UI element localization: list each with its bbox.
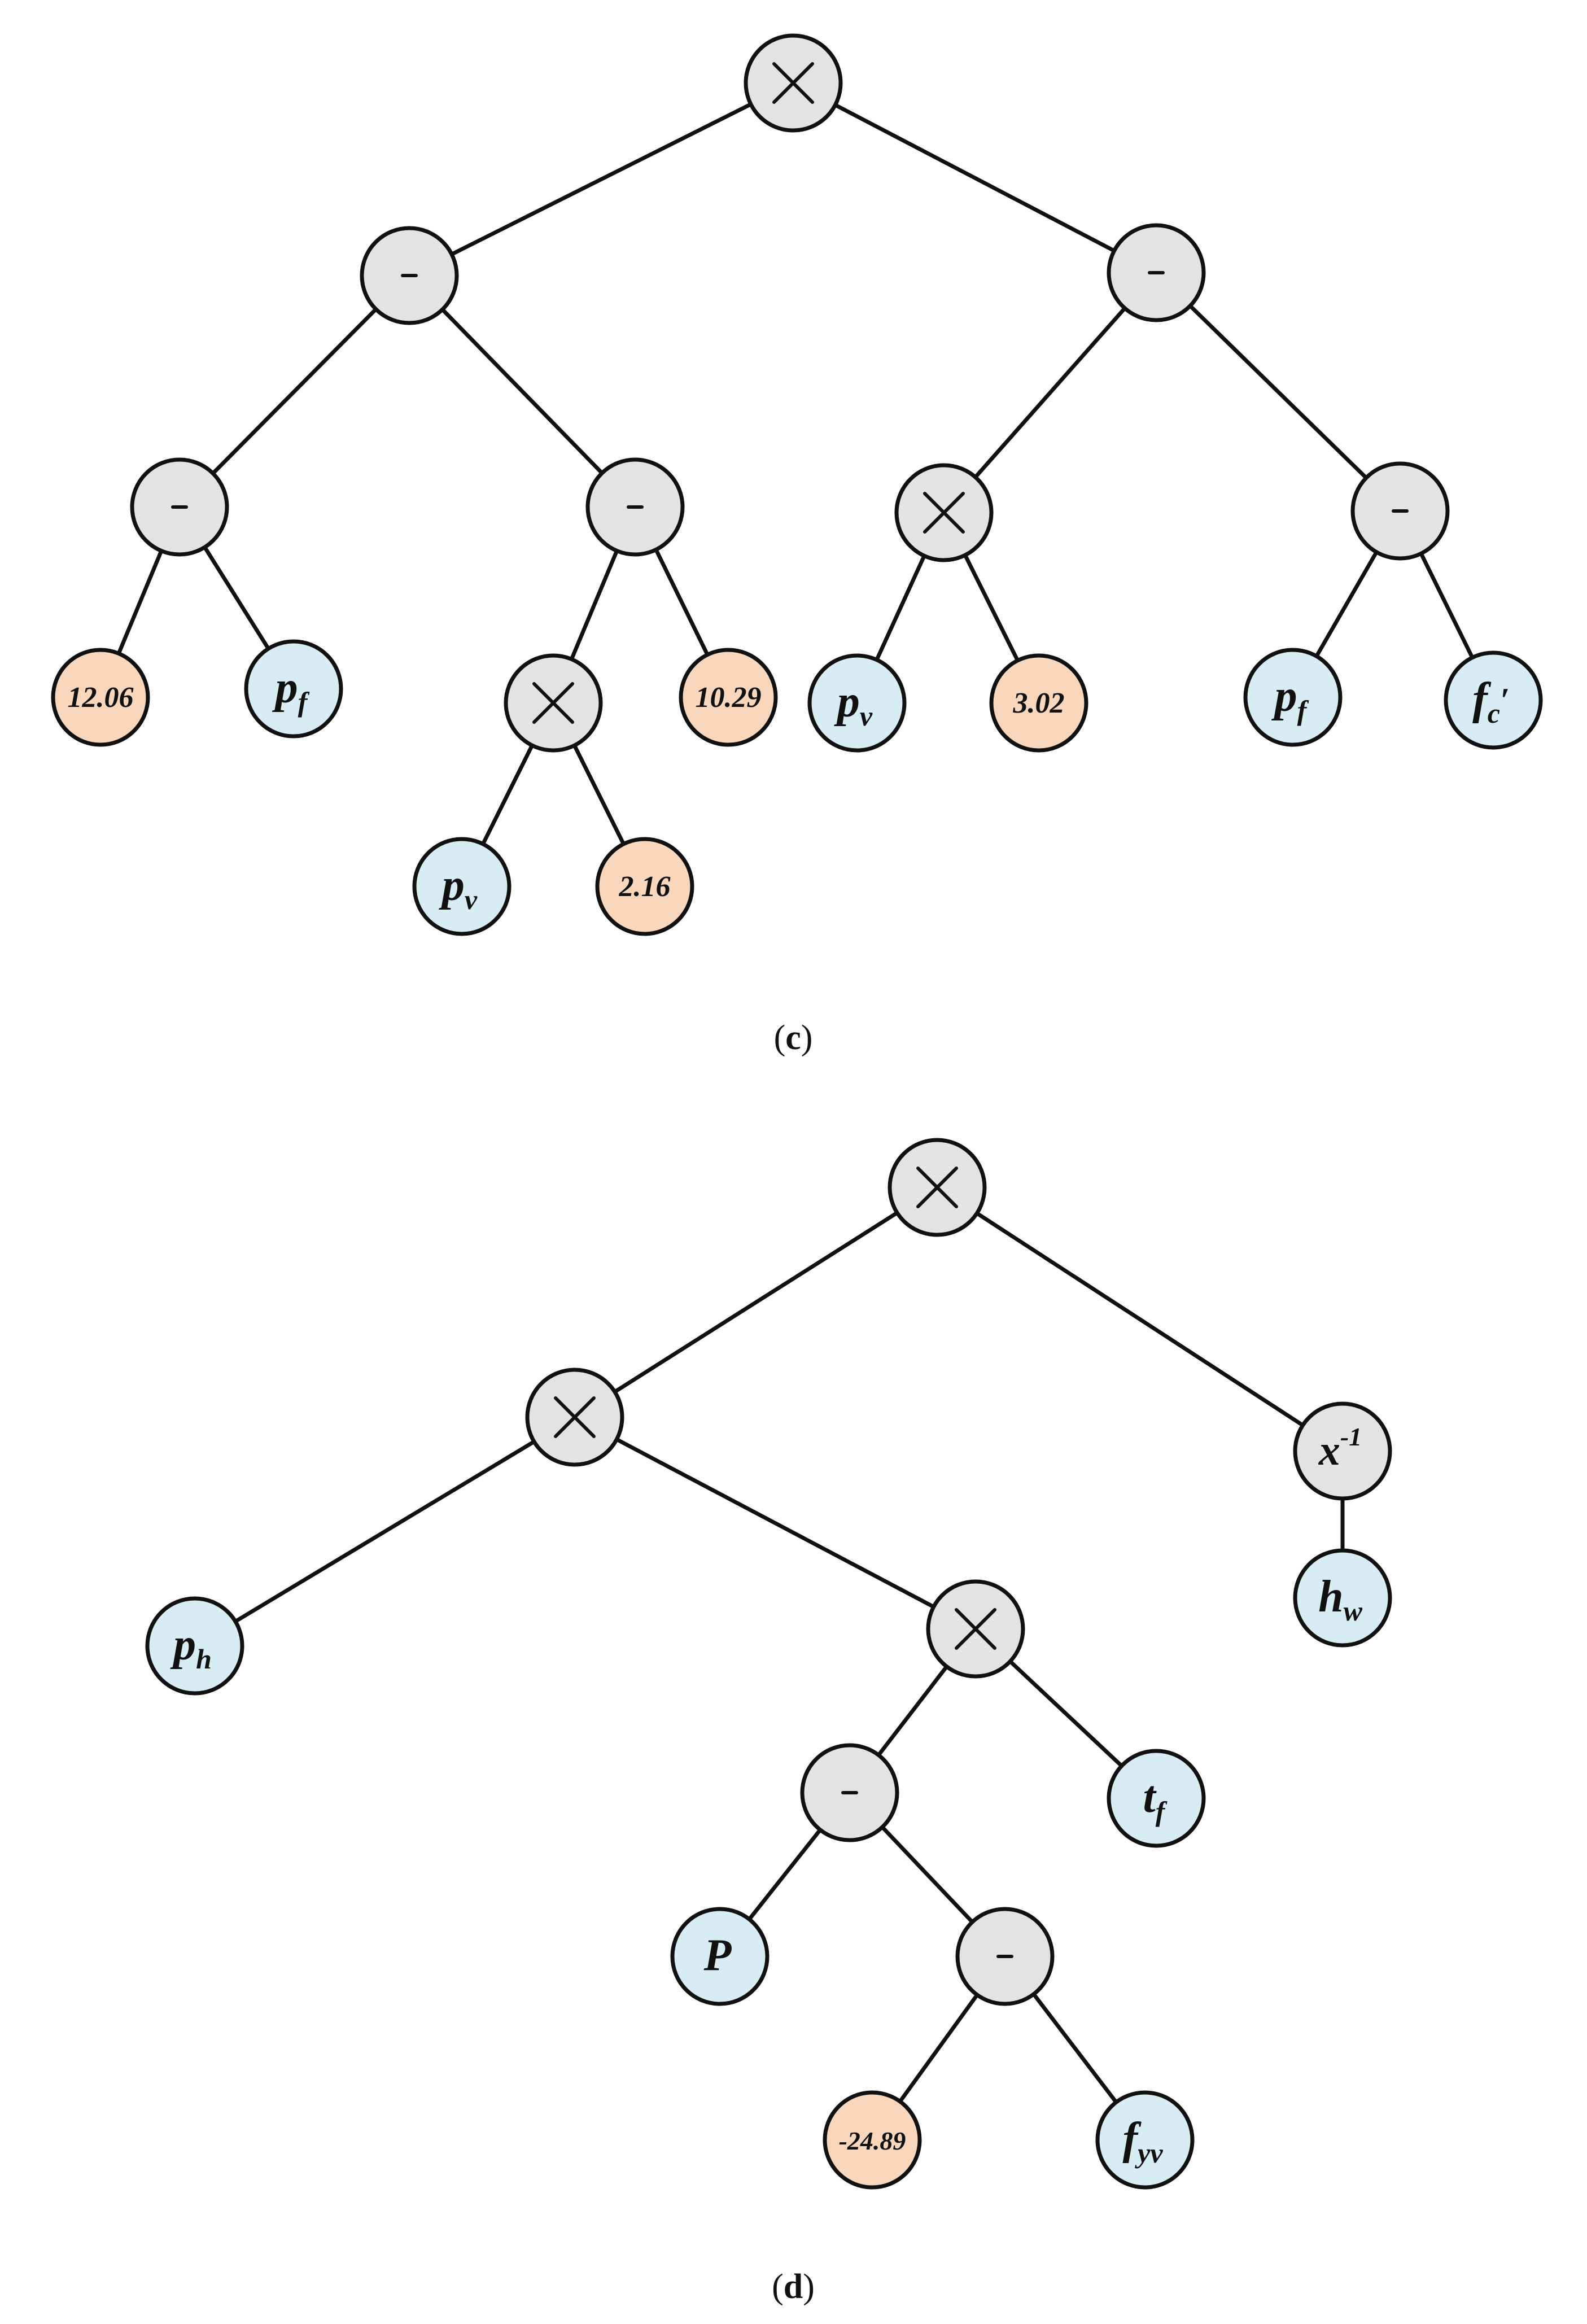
- tree-node-op: [894, 463, 994, 562]
- tree-node-const: 3.02: [989, 653, 1088, 753]
- multiply-icon: [955, 1608, 996, 1650]
- constant-label: -24.89: [839, 2126, 906, 2155]
- tree-node-var: pf: [244, 639, 343, 739]
- inverse-icon: x-1: [1318, 1422, 1362, 1474]
- tree-node-var: pv: [412, 837, 511, 936]
- tree-node-op: [955, 1907, 1055, 2006]
- tree-d-nodes: x-1 ph hw tfP -24.89 fyv: [145, 1138, 1392, 2190]
- node-circle: [1243, 648, 1343, 747]
- variable-label: pv: [834, 677, 873, 732]
- node-circle: [145, 1596, 244, 1696]
- tree-node-const: 2.16: [595, 837, 694, 936]
- tree-node-const: 10.29: [679, 648, 778, 747]
- node-circle: [679, 648, 778, 747]
- node-circle: [989, 653, 1088, 753]
- tree-node-op: [585, 457, 685, 557]
- tree-edge: [935, 1185, 1345, 1453]
- tree-edge: [942, 270, 1158, 515]
- tree-node-var: pf: [1243, 648, 1343, 747]
- node-circle: [51, 648, 150, 747]
- constant-label: 2.16: [619, 871, 671, 903]
- node-circle: [1444, 650, 1543, 750]
- tree-node-op: [130, 457, 229, 557]
- tree-edge: [572, 1185, 939, 1419]
- tree-edge: [407, 81, 795, 278]
- node-circle: [595, 837, 694, 936]
- tree-node-op: [800, 1743, 899, 1842]
- variable-label: pv: [439, 860, 478, 915]
- tree-node-var: ph: [145, 1596, 244, 1696]
- tree-node-const: 12.06: [51, 648, 150, 747]
- tree-node-op: [744, 33, 843, 133]
- tree-node-var: tf: [1107, 1749, 1206, 1848]
- tree-node-op: [888, 1138, 987, 1237]
- tree-node-var: fc′: [1444, 650, 1543, 750]
- constant-label: 10.29: [696, 682, 762, 714]
- tree-node-var: P: [670, 1907, 770, 2006]
- tree-node-var: fyv: [1095, 2090, 1195, 2190]
- tree-node-const: -24.89: [823, 2090, 922, 2190]
- multiply-icon: [916, 1167, 958, 1208]
- multiply-icon: [772, 62, 814, 104]
- node-circle: [807, 653, 907, 753]
- node-circle: [1107, 1749, 1206, 1848]
- node-circle: [412, 837, 511, 936]
- variable-label: fc′: [1472, 674, 1510, 729]
- variable-label: pf: [272, 663, 310, 718]
- tree-edge: [1154, 270, 1402, 513]
- tree-node-op: [525, 1368, 624, 1467]
- tree-node-var: pv: [807, 653, 907, 753]
- node-circle: [1293, 1548, 1392, 1648]
- tree-node-op: [926, 1579, 1025, 1679]
- node-circle: [670, 1907, 770, 2006]
- node-circle: [244, 639, 343, 739]
- tree-node-op: [504, 653, 603, 753]
- tree-c-edges: [98, 81, 1496, 889]
- tree-d-edges: [193, 1185, 1345, 2142]
- caption-c: (c): [774, 1019, 813, 1057]
- multiply-icon: [923, 492, 965, 534]
- node-circle: [1095, 2090, 1195, 2190]
- node-circle: [1293, 1401, 1392, 1501]
- variable-label: P: [703, 1930, 732, 1980]
- tree-edge: [791, 81, 1158, 275]
- variable-label: hw: [1318, 1572, 1363, 1627]
- tree-edge: [193, 1415, 577, 1648]
- variable-label: tf: [1143, 1772, 1168, 1827]
- caption-d: (d): [772, 2268, 815, 2306]
- tree-edge: [407, 273, 637, 509]
- tree-node-var: hw: [1293, 1548, 1392, 1648]
- tree-edge: [177, 273, 412, 509]
- tree-node-op: [1107, 223, 1206, 322]
- constant-label: 12.06: [68, 682, 134, 714]
- constant-label: 3.02: [1013, 687, 1065, 719]
- tree-node-op: x-1: [1293, 1401, 1392, 1501]
- tree-c-nodes: 12.06 pf 10.29 pv 2.16 pv 3.02 pf fc′: [51, 33, 1543, 936]
- tree-edge: [572, 1415, 978, 1631]
- tree-node-op: [1350, 461, 1450, 561]
- expression-tree-d: x-1 ph hw tfP -24.89 fyv: [145, 1138, 1392, 2190]
- multiply-icon: [532, 682, 574, 724]
- expression-tree-c: 12.06 pf 10.29 pv 2.16 pv 3.02 pf fc′: [51, 33, 1543, 936]
- variable-label: pf: [1271, 671, 1309, 726]
- tree-node-op: [360, 226, 459, 325]
- node-circle: [823, 2090, 922, 2190]
- multiply-icon: [554, 1396, 596, 1438]
- variable-label: ph: [170, 1620, 212, 1675]
